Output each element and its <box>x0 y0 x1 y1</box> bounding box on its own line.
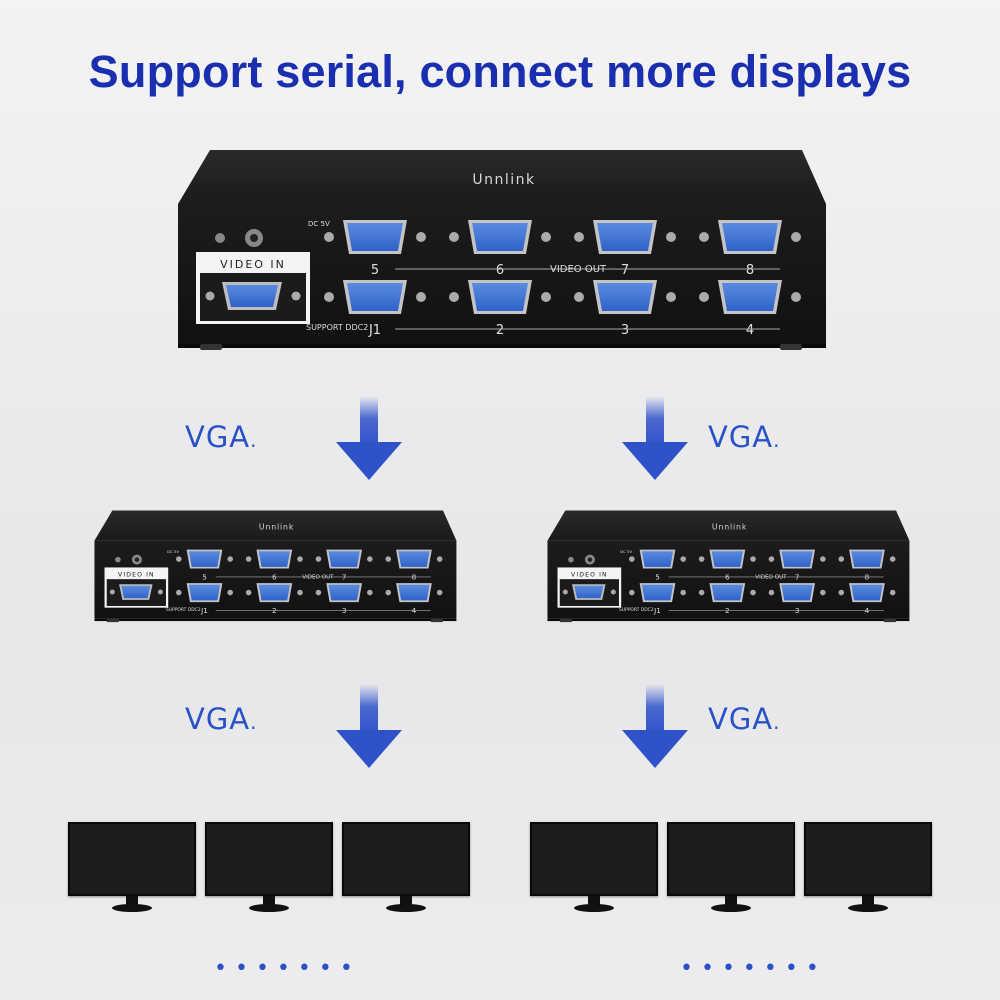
vga-output-port <box>176 583 233 603</box>
vga-connection-label: VGA. <box>708 702 781 736</box>
brand-logo: Unnlink <box>472 172 535 188</box>
vga-output-port <box>838 583 896 603</box>
vga-in-port <box>205 282 301 310</box>
port-number-label: 7 <box>795 573 800 582</box>
vga-output-port <box>574 220 676 254</box>
port-number-label: 4 <box>412 606 417 615</box>
vga-splitter-right: Unnlink DC 5V VIDEO IN 5 6 7 8J1 2 3 4 VIDEO O… <box>547 510 910 623</box>
port-number-label: 5 <box>202 573 207 582</box>
vga-connection-label: VGA. <box>185 420 258 454</box>
svg-text:VIDEO OUT: VIDEO OUT <box>302 575 334 581</box>
svg-text:VIDEO IN: VIDEO IN <box>118 571 155 578</box>
port-number-label: 8 <box>865 573 870 582</box>
vga-output-port <box>698 583 756 603</box>
vga-output-port <box>315 549 373 569</box>
port-number-label: 3 <box>795 606 800 615</box>
monitor-icon <box>205 822 333 922</box>
vga-output-port <box>245 583 303 603</box>
monitor-icon <box>667 822 795 922</box>
port-number-label: 2 <box>272 606 277 615</box>
vga-output-port <box>324 280 426 314</box>
vga-output-port <box>385 583 443 603</box>
brand-logo: Unnlink <box>259 522 294 531</box>
port-number-label: 6 <box>725 573 730 582</box>
vga-output-port <box>574 280 676 314</box>
vga-output-port <box>629 549 686 569</box>
vga-output-port <box>629 583 686 603</box>
vga-connection-label: VGA. <box>185 702 258 736</box>
port-number-label: 6 <box>272 573 277 582</box>
vga-output-port <box>768 583 826 603</box>
vga-output-port <box>698 549 756 569</box>
svg-text:SUPPORT DDC2: SUPPORT DDC2 <box>166 607 201 613</box>
port-number-label: 4 <box>865 606 870 615</box>
svg-text:VIDEO IN: VIDEO IN <box>220 258 286 271</box>
port-number-label: 8 <box>746 263 754 278</box>
vga-in-port <box>562 584 616 600</box>
headline: Support serial, connect more displays <box>88 46 912 97</box>
port-number-label: J1 <box>200 606 208 615</box>
svg-text:SUPPORT DDC2: SUPPORT DDC2 <box>619 607 654 613</box>
vga-output-port <box>324 220 426 254</box>
port-number-label: 2 <box>496 323 504 338</box>
vga-splitter-left: Unnlink DC 5V VIDEO IN 5 6 7 8J1 2 3 4 VIDEO O… <box>94 510 457 623</box>
port-number-label: 7 <box>342 573 347 582</box>
svg-text:DC 5V: DC 5V <box>167 549 179 554</box>
vga-output-port <box>449 280 551 314</box>
continuation-dots-left: ••••••• <box>214 956 361 981</box>
port-number-label: 3 <box>342 606 347 615</box>
svg-text:DC 5V: DC 5V <box>620 549 632 554</box>
port-number-label: J1 <box>368 323 381 338</box>
monitor-icon <box>530 822 658 922</box>
monitor-icon <box>342 822 470 922</box>
port-number-label: 5 <box>655 573 660 582</box>
vga-output-port <box>768 549 826 569</box>
vga-output-port <box>176 549 233 569</box>
vga-output-port <box>315 583 373 603</box>
monitor-icon <box>804 822 932 922</box>
port-number-label: 5 <box>371 263 379 278</box>
vga-output-port <box>449 220 551 254</box>
svg-text:SUPPORT DDC2: SUPPORT DDC2 <box>306 323 368 332</box>
port-number-label: J1 <box>653 606 661 615</box>
svg-text:DC 5V: DC 5V <box>308 220 330 228</box>
vga-output-port <box>245 549 303 569</box>
svg-text:VIDEO OUT: VIDEO OUT <box>550 264 607 275</box>
arrow-down-icon <box>336 684 402 768</box>
arrow-down-icon <box>622 396 688 480</box>
port-number-label: 6 <box>496 263 504 278</box>
vga-output-port <box>699 220 801 254</box>
port-number-label: 2 <box>725 606 730 615</box>
vga-connection-label: VGA. <box>708 420 781 454</box>
vga-output-port <box>385 549 443 569</box>
svg-text:VIDEO OUT: VIDEO OUT <box>755 575 787 581</box>
arrow-down-icon <box>336 396 402 480</box>
port-number-label: 7 <box>621 263 629 278</box>
vga-in-port <box>109 584 163 600</box>
brand-logo: Unnlink <box>712 522 747 531</box>
monitor-icon <box>68 822 196 922</box>
main-vga-splitter: Unnlink DC 5V VIDEO IN 5 6 7 8J1 2 3 4 VIDEO O… <box>178 150 826 350</box>
arrow-down-icon <box>622 684 688 768</box>
port-number-label: 8 <box>412 573 417 582</box>
svg-text:VIDEO IN: VIDEO IN <box>571 571 608 578</box>
port-number-label: 4 <box>746 323 754 338</box>
vga-output-port <box>838 549 896 569</box>
continuation-dots-right: ••••••• <box>680 956 827 981</box>
port-number-label: 3 <box>621 323 629 338</box>
vga-output-port <box>699 280 801 314</box>
